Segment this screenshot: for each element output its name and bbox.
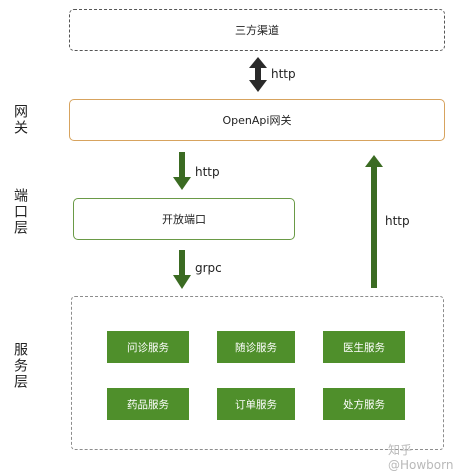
edge-label-gateway-port: http xyxy=(195,165,220,179)
edge-label-service-gateway: http xyxy=(385,214,410,228)
open-port-label: 开放端口 xyxy=(162,213,206,226)
service-medicine: 药品服务 xyxy=(107,388,189,420)
openapi-gateway-label: OpenApi网关 xyxy=(222,114,292,127)
arrow-gateway-to-port xyxy=(173,152,191,190)
layer-label-port: 端口层 xyxy=(12,188,28,236)
double-arrow-third-party-gateway xyxy=(249,57,267,92)
service-followup: 随诊服务 xyxy=(217,331,295,363)
service-layer-container xyxy=(71,296,444,450)
openapi-gateway-box: OpenApi网关 xyxy=(69,99,445,141)
service-order: 订单服务 xyxy=(217,388,295,420)
service-order-label: 订单服务 xyxy=(235,398,277,411)
open-port-box: 开放端口 xyxy=(73,198,295,240)
service-prescription: 处方服务 xyxy=(323,388,405,420)
layer-label-gateway: 网关 xyxy=(12,104,28,136)
layer-label-service: 服务层 xyxy=(12,342,28,390)
watermark: 知乎 @Howborn xyxy=(388,443,454,472)
third-party-box: 三方渠道 xyxy=(69,9,445,51)
service-consultation: 问诊服务 xyxy=(107,331,189,363)
service-doctor: 医生服务 xyxy=(323,331,405,363)
arrow-service-to-gateway xyxy=(365,155,383,288)
arrow-port-to-service xyxy=(173,250,191,289)
service-consultation-label: 问诊服务 xyxy=(127,341,169,354)
service-prescription-label: 处方服务 xyxy=(343,398,385,411)
service-followup-label: 随诊服务 xyxy=(235,341,277,354)
edge-label-port-service: grpc xyxy=(195,261,222,275)
arrows-layer xyxy=(173,57,383,289)
edge-label-third-party-gateway: http xyxy=(271,67,296,81)
third-party-label: 三方渠道 xyxy=(235,24,279,37)
service-doctor-label: 医生服务 xyxy=(343,341,385,354)
service-medicine-label: 药品服务 xyxy=(127,398,169,411)
